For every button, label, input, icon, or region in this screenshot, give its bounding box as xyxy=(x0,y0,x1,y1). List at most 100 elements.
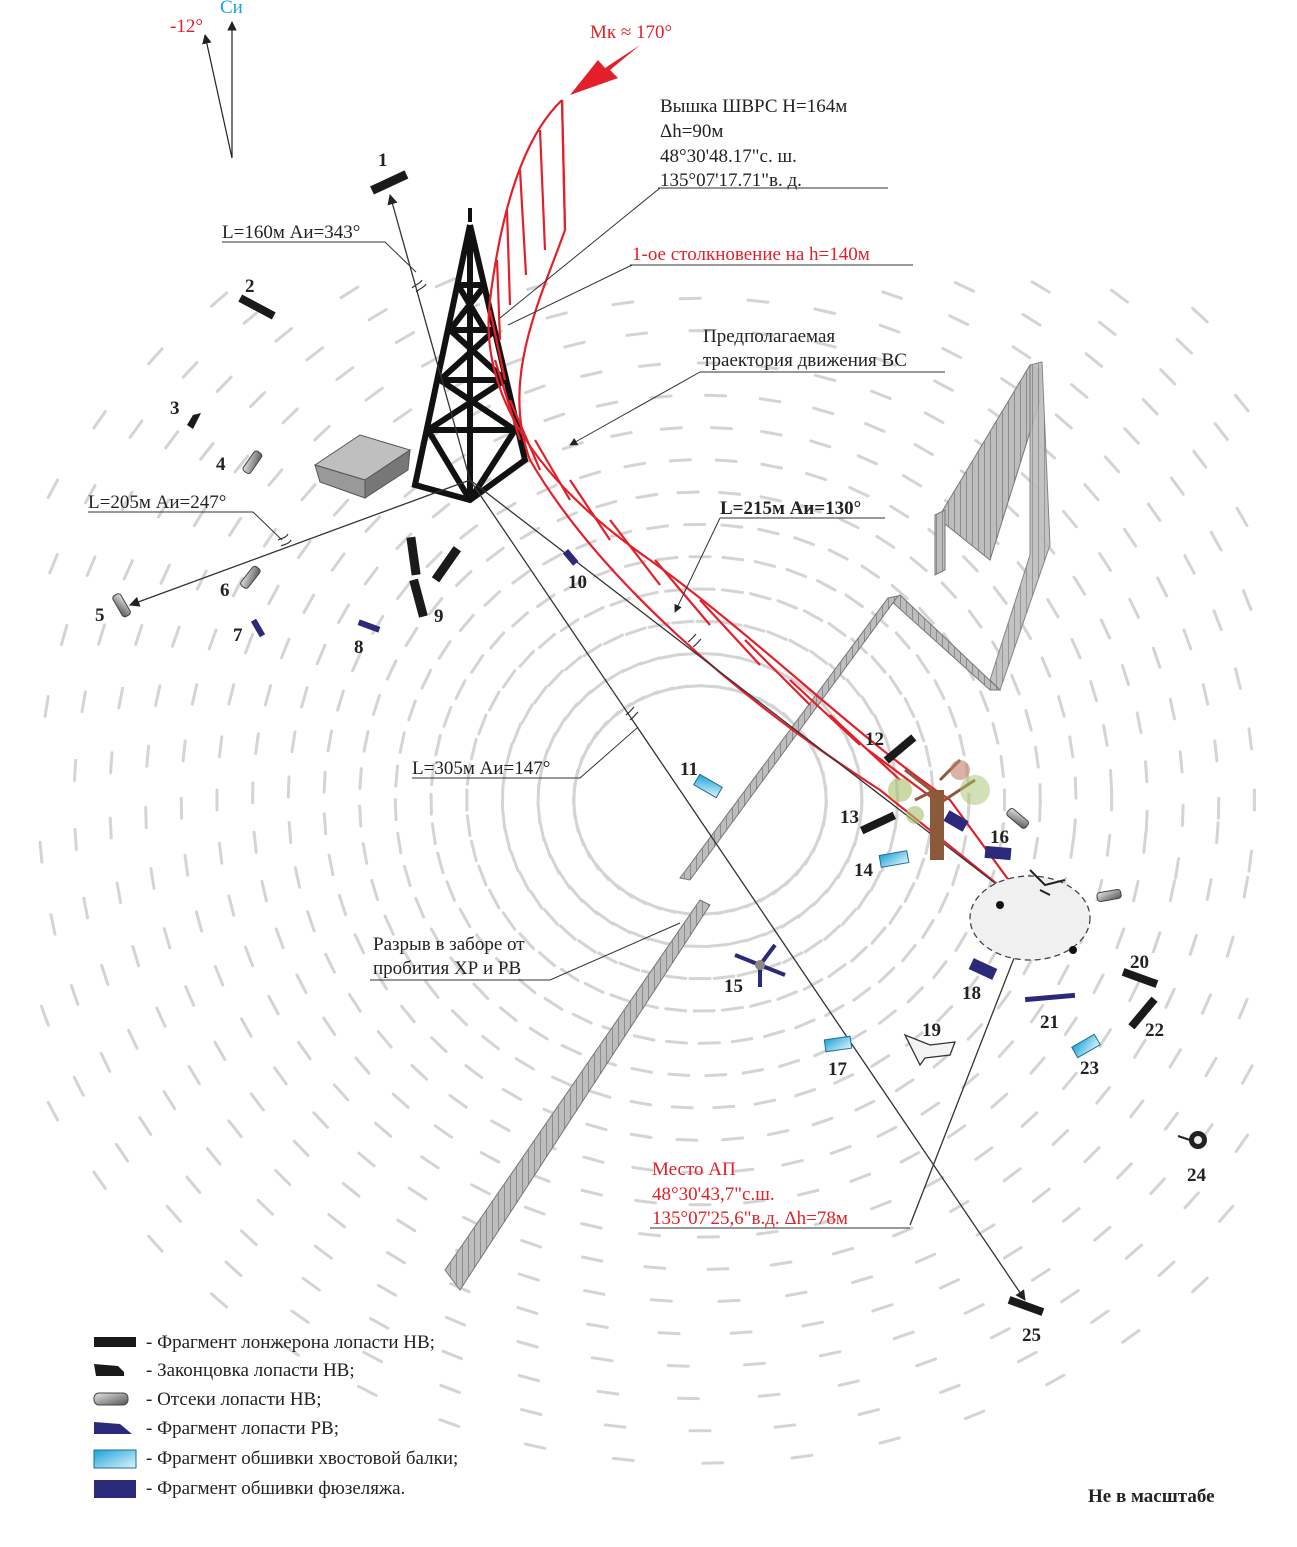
grass-stroke xyxy=(1164,987,1176,1009)
grass-stroke xyxy=(864,422,886,433)
grass-stroke xyxy=(490,1119,511,1133)
grass-stroke xyxy=(505,742,514,765)
grass-stroke xyxy=(580,898,599,916)
grass-stroke xyxy=(280,1342,300,1357)
grass-stroke xyxy=(260,879,268,903)
grass-stroke xyxy=(293,866,301,889)
grass-stroke xyxy=(873,714,885,736)
grass-stroke xyxy=(156,498,171,519)
grass-stroke xyxy=(301,1276,321,1292)
grass-stroke xyxy=(43,695,50,718)
grass-stroke xyxy=(358,767,363,790)
grass-stroke xyxy=(632,1034,656,1042)
grass-stroke xyxy=(1133,1038,1147,1059)
grass-stroke xyxy=(736,969,759,978)
fragment-number: 17 xyxy=(828,1059,848,1080)
grass-stroke xyxy=(844,593,864,608)
grass-stroke xyxy=(429,927,443,948)
grass-stroke xyxy=(799,504,822,514)
grass-stroke xyxy=(718,491,742,496)
grass-stroke xyxy=(267,468,284,487)
fence xyxy=(444,361,1051,1291)
grass-stroke xyxy=(1062,509,1078,529)
grass-stroke xyxy=(647,937,670,946)
fragment-number: 20 xyxy=(1130,952,1149,973)
grass-stroke xyxy=(354,1056,371,1075)
grass-stroke xyxy=(915,1357,938,1368)
grass-stroke xyxy=(442,705,453,728)
grass-stroke xyxy=(1213,739,1219,763)
fragment-number: 8 xyxy=(354,637,364,658)
grass-stroke xyxy=(974,1146,994,1161)
grass-stroke xyxy=(1188,934,1198,956)
grass-stroke xyxy=(383,914,395,936)
grass-stroke xyxy=(1024,709,1033,732)
grass-stroke xyxy=(488,690,501,712)
grass-stroke xyxy=(1129,1099,1145,1119)
grass-stroke xyxy=(837,1379,860,1387)
grass-stroke xyxy=(631,1165,655,1172)
grass-stroke xyxy=(73,828,78,851)
grass-stroke xyxy=(604,669,625,683)
grass-stroke xyxy=(364,515,382,533)
grass-stroke xyxy=(488,888,501,910)
grass-stroke xyxy=(83,483,97,505)
grass-stroke xyxy=(1159,368,1177,386)
grass-stroke xyxy=(1178,750,1184,774)
grass-stroke xyxy=(256,1198,274,1216)
grass-stroke xyxy=(424,980,440,999)
grass-stroke xyxy=(538,951,557,968)
grass-stroke xyxy=(465,762,472,786)
grass-stroke xyxy=(438,1418,461,1428)
grass-stroke xyxy=(1151,931,1162,954)
grass-stroke xyxy=(583,606,605,619)
grass-stroke xyxy=(324,952,336,974)
legend-swatch-tip xyxy=(94,1364,124,1376)
grass-stroke xyxy=(610,431,633,438)
grass-stroke xyxy=(597,951,618,964)
grass-stroke xyxy=(638,362,661,368)
grass-stroke xyxy=(559,618,580,633)
grass-stroke xyxy=(894,1078,915,1093)
grass-stroke xyxy=(1073,776,1078,800)
grass-stroke xyxy=(543,997,564,1011)
grass-stroke xyxy=(563,579,585,592)
grass-stroke xyxy=(72,1076,85,1097)
grass-stroke xyxy=(469,839,478,863)
grass-stroke xyxy=(758,397,782,404)
grass-stroke xyxy=(1213,422,1229,441)
grass-stroke xyxy=(149,867,156,890)
grass-stroke xyxy=(788,638,809,652)
tower-dh: Δh=90м xyxy=(660,121,723,142)
grass-stroke xyxy=(532,685,548,705)
grass-stroke xyxy=(404,626,419,647)
grass-stroke xyxy=(1116,1162,1133,1180)
grass-stroke xyxy=(181,739,187,763)
grass-stroke xyxy=(812,889,829,907)
grass-stroke xyxy=(878,323,901,334)
grass-stroke xyxy=(643,1265,667,1270)
grass-stroke xyxy=(287,821,293,844)
grass-stroke xyxy=(1063,1016,1078,1037)
grass-stroke xyxy=(657,1331,681,1336)
grass-stroke xyxy=(561,441,584,451)
grass-stroke xyxy=(516,1340,539,1349)
grass-stroke xyxy=(1200,993,1212,1015)
grass-stroke xyxy=(69,983,80,1006)
grass-stroke xyxy=(1168,697,1176,721)
fragment-number: 5 xyxy=(95,605,105,626)
grass-stroke xyxy=(751,331,775,337)
grass-stroke xyxy=(721,1136,745,1142)
grass-stroke xyxy=(1182,628,1193,651)
grass-stroke xyxy=(1095,1086,1111,1105)
grass-stroke xyxy=(840,908,857,927)
grass-stroke xyxy=(780,914,801,929)
fragment-number: 12 xyxy=(865,729,884,750)
grass-stroke xyxy=(240,1229,258,1246)
grass-stroke xyxy=(1241,589,1253,611)
grass-stroke xyxy=(297,1041,312,1061)
grass-stroke xyxy=(899,1151,921,1164)
grass-stroke xyxy=(1103,455,1121,474)
grass-stroke xyxy=(730,1037,754,1044)
grass-stroke xyxy=(385,659,398,681)
